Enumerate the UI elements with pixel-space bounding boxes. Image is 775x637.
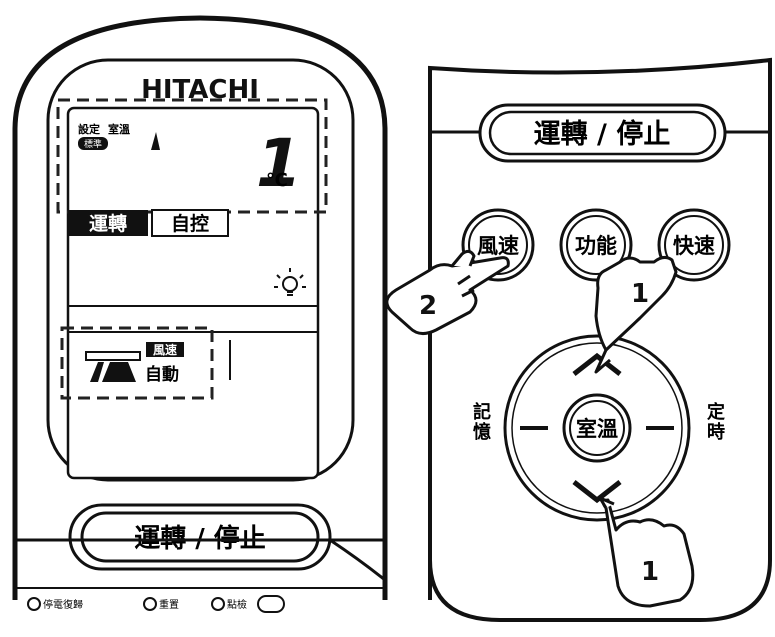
left-remote: HITACHI 設定 室溫 標準 1 ℃ 運轉 自控 <box>12 15 388 613</box>
bottom-button-check[interactable]: 點檢 <box>211 595 285 613</box>
hand-step-number: 2 <box>419 291 437 321</box>
fan-speed-button-label: 風速 <box>477 234 519 258</box>
lcd-fan-speed-badge: 風速 <box>153 342 177 357</box>
lcd-mode-auto: 自控 <box>171 212 209 235</box>
highlight-fan-area <box>60 326 214 400</box>
memory-label-text: 記憶 <box>473 401 491 443</box>
lcd-label-set: 設定 <box>78 122 100 136</box>
lcd-mode-auto-box <box>151 209 229 237</box>
function-button[interactable]: 功能 <box>559 208 633 282</box>
room-temp-button[interactable]: 室溫 <box>562 393 632 463</box>
lcd-mode-running: 運轉 <box>89 213 127 235</box>
dpad-ring-inner <box>511 342 683 514</box>
bottom-button-label: 點檢 <box>227 598 247 611</box>
lcd-label-room: 室溫 <box>108 122 130 136</box>
hand-step-number: 1 <box>631 279 649 309</box>
bottom-button-reset[interactable]: 重置 <box>143 597 179 611</box>
hand-pointer-step-1-top-icon: 1 <box>594 255 678 374</box>
left-remote-lid <box>15 538 386 582</box>
timer-label-text: 定時 <box>707 401 725 443</box>
left-power-button[interactable] <box>80 511 320 563</box>
lcd-temperature-unit: ℃ <box>266 170 288 191</box>
hand-pointer-step-1-bottom-icon: 1 <box>598 496 695 608</box>
fan-louver-icon <box>85 351 141 382</box>
right-power-button-label: 運轉 / 停止 <box>534 118 671 150</box>
quick-button-label: 快速 <box>673 234 715 258</box>
dpad-down-arrow-icon[interactable] <box>572 480 622 504</box>
lcd-fan-auto: 自動 <box>145 364 179 385</box>
lcd-panel <box>66 106 320 480</box>
room-temp-button-label: 室溫 <box>576 417 618 441</box>
bottom-button-power-restore[interactable]: 停電復歸 <box>27 597 83 611</box>
hand-step-number: 1 <box>641 557 659 587</box>
dpad-up-arrow-icon[interactable] <box>572 352 622 376</box>
timer-label: 定時 <box>707 401 725 443</box>
right-power-button[interactable] <box>488 110 717 156</box>
lcd-badge-standard-bg <box>78 137 108 150</box>
quick-button[interactable]: 快速 <box>657 208 731 282</box>
lcd-fan-badge-bg <box>146 342 184 357</box>
lightbulb-icon <box>274 268 306 296</box>
lcd-mode-running-bg <box>68 210 148 236</box>
memory-label: 記憶 <box>473 401 491 443</box>
lcd-badge-standard: 標準 <box>84 138 102 150</box>
function-button-label: 功能 <box>575 234 617 258</box>
right-remote: 運轉 / 停止 風速 功能 快速 室溫 記 <box>385 57 772 622</box>
lcd-temperature-digit: 1 <box>256 125 302 202</box>
lcd-signal-triangle <box>151 132 160 150</box>
bottom-button-label: 停電復歸 <box>43 598 83 611</box>
hand-pointer-step-2-icon: 2 <box>385 249 510 335</box>
bottom-button-label: 重置 <box>159 598 179 611</box>
